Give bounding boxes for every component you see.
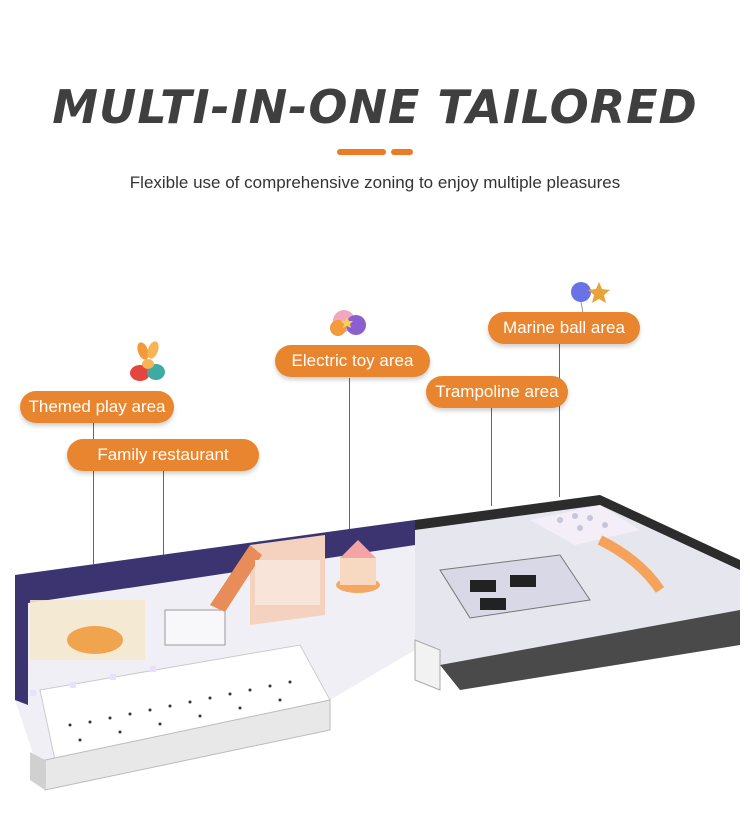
zone-label-restaurant: Family restaurant [67, 439, 259, 471]
playground-floor-plan-illustration [15, 495, 740, 791]
zone-label-electric: Electric toy area [275, 345, 430, 377]
balloon-star-icon [571, 282, 610, 314]
title-divider-short [391, 149, 413, 155]
page-title: MULTI-IN-ONE TAILORED [52, 80, 698, 134]
leader-themed [93, 420, 94, 670]
leader-electric [349, 378, 350, 568]
zone-label-themed: Themed play area [20, 391, 174, 423]
balloon-dog-icon [130, 341, 165, 381]
zone-label-trampoline: Trampoline area [426, 376, 568, 408]
zone-label-marine: Marine ball area [488, 312, 640, 344]
leader-trampoline [491, 406, 492, 506]
leader-marine [559, 342, 560, 497]
page-subtitle: Flexible use of comprehensive zoning to … [129, 173, 621, 192]
balloon-cluster-icon [330, 310, 366, 336]
title-divider-long [337, 149, 386, 155]
